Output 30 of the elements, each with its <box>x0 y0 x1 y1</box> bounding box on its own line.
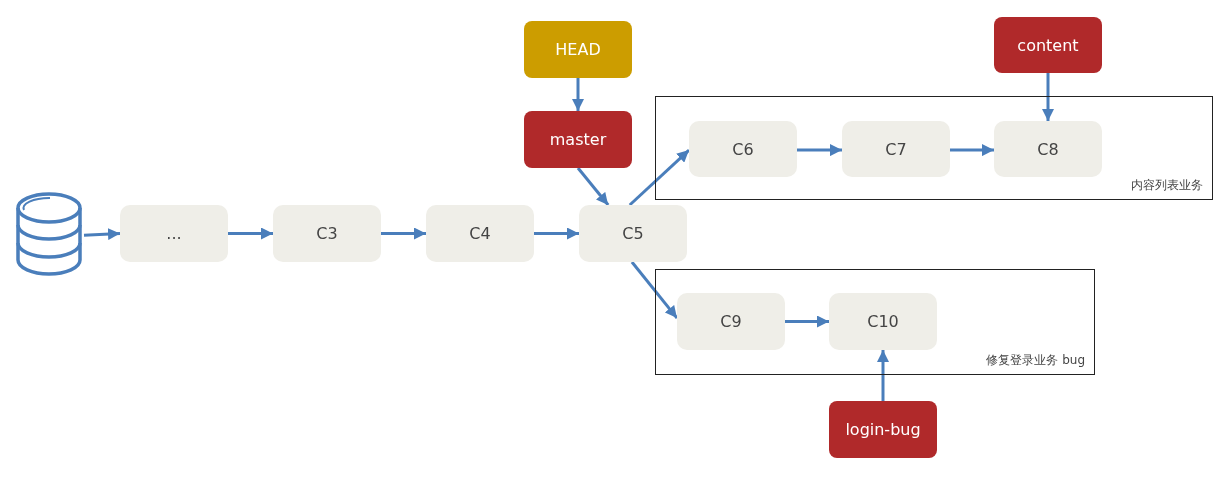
commit-box: C5 <box>579 205 687 262</box>
commit-box: C7 <box>842 121 950 177</box>
arrow <box>785 315 829 328</box>
arrow <box>1042 73 1054 121</box>
commit-box: C10 <box>829 293 937 350</box>
group-label: 内容列表业务 <box>1131 177 1204 194</box>
arrow <box>797 144 842 157</box>
branch-label: HEAD <box>524 21 632 78</box>
arrow <box>950 144 994 157</box>
commit-box: C4 <box>426 205 534 262</box>
arrow <box>381 227 426 240</box>
arrow <box>228 227 273 240</box>
branch-label: login-bug <box>829 401 937 458</box>
group-frame <box>655 269 1095 375</box>
arrow <box>877 350 889 401</box>
arrow <box>572 78 584 111</box>
commit-box: C6 <box>689 121 797 177</box>
branch-label: master <box>524 111 632 168</box>
group-frame <box>655 96 1213 200</box>
commit-box: C8 <box>994 121 1102 177</box>
arrow <box>534 227 579 240</box>
commit-box: ... <box>120 205 228 262</box>
arrow <box>628 149 690 207</box>
branch-label: content <box>994 17 1102 73</box>
arrow <box>83 228 121 241</box>
group-label: 修复登录业务 bug <box>986 352 1086 369</box>
arrow <box>630 261 679 319</box>
commit-box: C3 <box>273 205 381 262</box>
commit-box: C9 <box>677 293 785 350</box>
arrow <box>576 167 610 206</box>
